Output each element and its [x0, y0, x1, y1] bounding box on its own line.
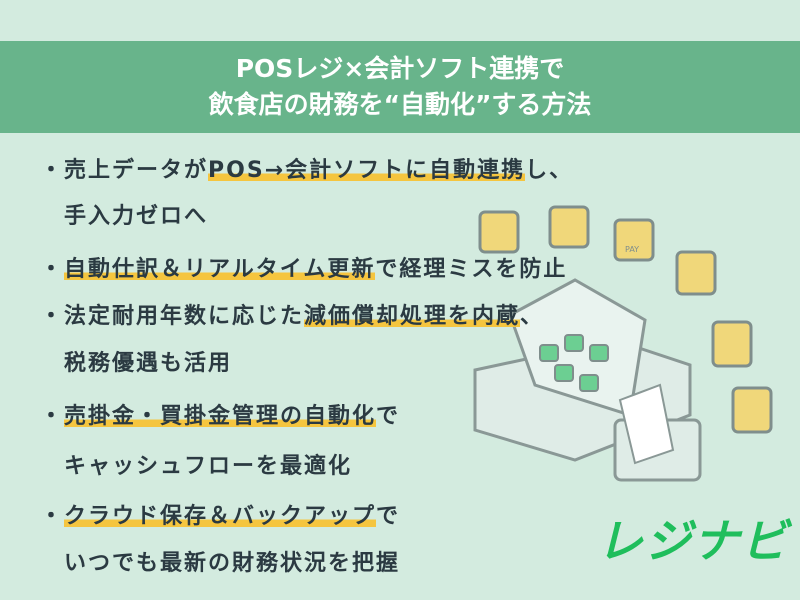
pos-register-illustration: PAY — [473, 205, 773, 482]
bullet: ・ — [40, 257, 63, 282]
checklist-icon — [478, 210, 520, 254]
highlight: クラウド保存＆バックアップ — [64, 504, 377, 529]
text: で — [376, 404, 401, 429]
point-4: 売掛金・買掛金管理の自動化で — [64, 398, 400, 430]
gear-icon — [675, 250, 717, 296]
point-5-cont: いつでも最新の財務状況を把握 — [64, 551, 401, 576]
pay-icon — [613, 218, 655, 262]
text: し、 — [525, 158, 574, 183]
chart-icon — [711, 320, 753, 368]
title-line-1: POSレジ×会計ソフト連携で — [235, 54, 565, 83]
highlight: 自動仕訳＆リアルタイム更新 — [64, 257, 376, 282]
title-banner: POSレジ×会計ソフト連携で 飲食店の財務を“自動化”する方法 — [0, 41, 800, 133]
text: 売上データが — [64, 158, 209, 183]
receipt-paper — [618, 383, 675, 465]
text: で — [376, 504, 401, 529]
point-4-cont: キャッシュフローを最適化 — [64, 454, 353, 479]
report-icon — [731, 386, 773, 434]
pay-label: PAY — [625, 245, 639, 254]
point-5: クラウド保存＆バックアップで — [64, 498, 400, 530]
point-3: 法定耐用年数に応じた減価償却処理を内蔵、 — [64, 298, 544, 330]
highlight: POS→会計ソフトに自動連携 — [208, 158, 526, 183]
bullet: ・ — [40, 504, 63, 529]
point-2: 自動仕訳＆リアルタイム更新で経理ミスを防止 — [64, 251, 567, 283]
point-1-cont: 手入力ゼロへ — [64, 204, 209, 229]
bullet: ・ — [40, 304, 63, 329]
highlight: 売掛金・買掛金管理の自動化 — [64, 404, 377, 429]
text: 、 — [520, 304, 545, 329]
text: 法定耐用年数に応じた — [64, 304, 305, 329]
title-line-2: 飲食店の財務を“自動化”する方法 — [208, 90, 592, 119]
cart-icon — [548, 205, 590, 249]
highlight: 減価償却処理を内蔵 — [304, 304, 521, 329]
regi-navi-logo: レジナビ — [597, 514, 789, 568]
text: で経理ミスを防止 — [375, 257, 568, 282]
point-3-cont: 税務優遇も活用 — [64, 351, 233, 376]
bullet: ・ — [40, 158, 63, 183]
point-1: 売上データがPOS→会計ソフトに自動連携し、 — [64, 152, 573, 184]
bullet: ・ — [40, 404, 63, 429]
